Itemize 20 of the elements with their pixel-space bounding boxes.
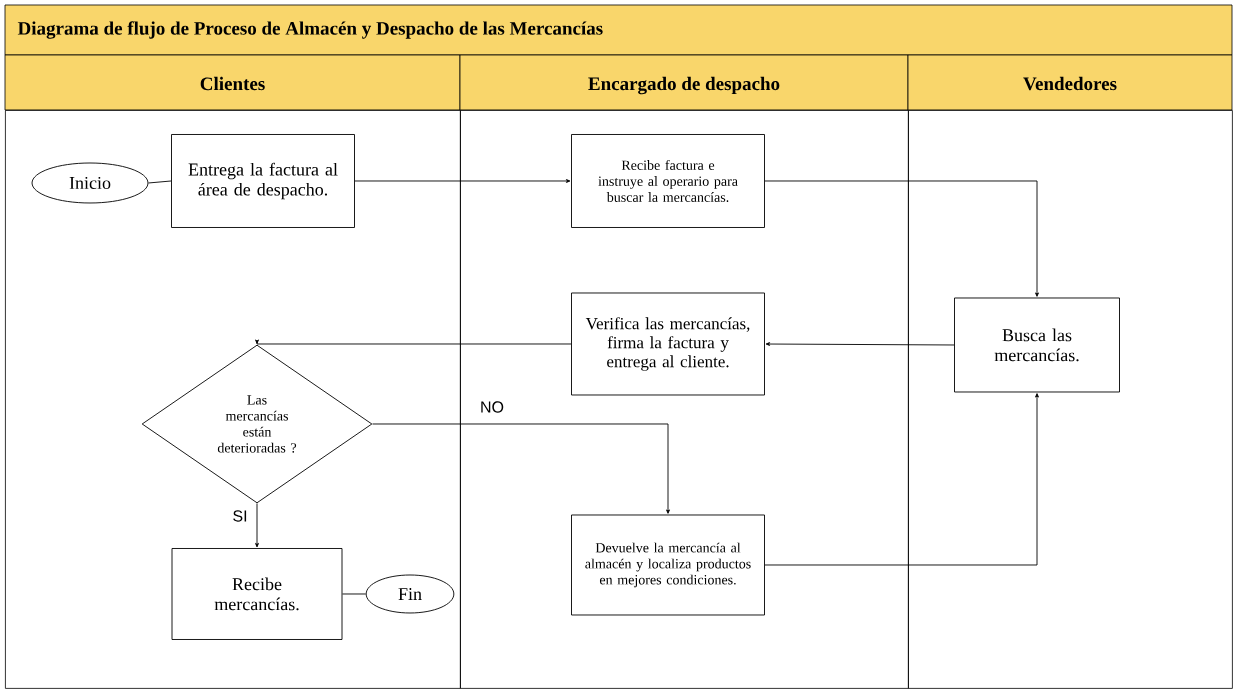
arrow [765, 342, 955, 346]
end-oval: Fin [365, 574, 455, 614]
process-box: Entrega la factura al área de despacho. [171, 134, 355, 228]
arrow [255, 339, 572, 345]
process-box: Devuelve la mercancía al almacén y localiza productos en mejores condiciones. [571, 514, 765, 616]
edge-label: SI [231, 509, 249, 523]
process-box: Recibe mercancías. [171, 548, 343, 640]
node-label: Clientes [200, 76, 265, 91]
edge-label: NO [479, 400, 505, 414]
process-box: Recibe factura e instruye al operario para buscar la mercancías. [571, 134, 765, 228]
arrow [764, 393, 1039, 566]
arrow [764, 180, 1039, 297]
arrow [372, 423, 670, 514]
start-oval: Inicio [31, 162, 149, 204]
process-box: Busca las mercancías. [954, 297, 1120, 393]
node-label: Vendedores [1023, 76, 1117, 91]
node-label: Encargado de despacho [588, 76, 780, 95]
process-box: Verifica las mercancías, firma la factura y entrega al cliente. [571, 292, 765, 396]
arrow [255, 503, 259, 548]
arrow [354, 179, 571, 183]
